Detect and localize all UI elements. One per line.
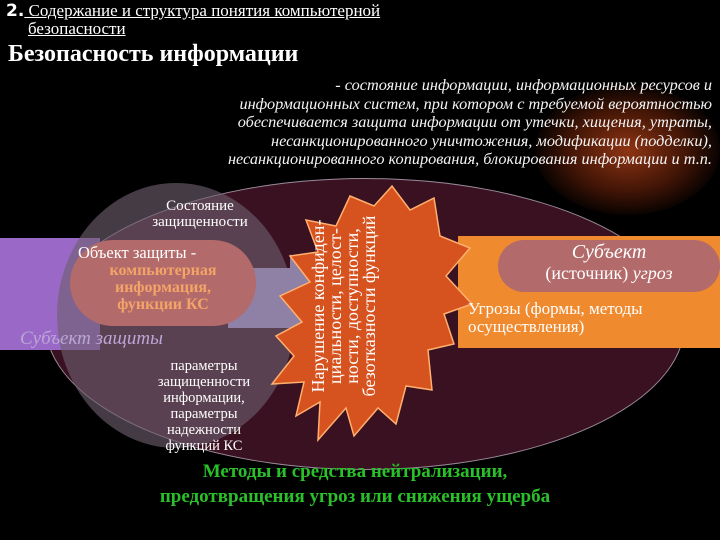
definition-text: - состояние информации, информационных р… [10, 75, 712, 169]
threats-line: осуществления) [468, 317, 585, 336]
definition-line: несанкционированного копирования, блокир… [227, 149, 712, 168]
state-line: Состояние [166, 198, 234, 214]
object-line: компьютерная [109, 262, 217, 279]
burst-text: Нарушение конфиден- циальности, целост- … [308, 171, 422, 441]
methods-line: предотвращения угроз или снижения ущерба [159, 486, 551, 507]
params-text: параметры защищенности информации, парам… [118, 358, 290, 454]
state-label: Состояние защищенности [110, 198, 290, 230]
object-body: компьютерная информация, функции КС [70, 262, 256, 313]
params-line: информации, [163, 390, 245, 406]
burst-shape [270, 184, 474, 443]
subject-pill [498, 240, 720, 292]
section-number: 2. [6, 1, 25, 21]
params-line: надежности [167, 422, 241, 438]
section-heading: 2. Содержание и структура понятия компью… [6, 2, 606, 37]
object-pill [70, 240, 256, 326]
subject-protection-label: Субъект защиты [20, 328, 163, 349]
section-title-line2: безопасности [28, 19, 126, 38]
methods-line: Методы и средства нейтрализации, [202, 461, 508, 482]
object-line: информация, [114, 279, 212, 296]
params-line: параметры [170, 406, 238, 422]
section-title-line1: Содержание и структура понятия компьютер… [24, 1, 381, 20]
methods-text: Методы и средства нейтрализации, предотв… [60, 459, 650, 509]
params-line: параметры [170, 358, 238, 374]
subject-threat-source: (источник) угроз [498, 263, 720, 283]
threats-text: Угрозы (формы, методы осуществления) [468, 300, 720, 336]
threats-line: Угрозы (формы, методы [468, 299, 643, 318]
definition-line: информационных систем, при котором с тре… [239, 93, 712, 113]
definition-line: - состояние информации, информационных р… [335, 75, 712, 94]
object-title: Объект защиты - [78, 243, 197, 262]
state-line: защищенности [152, 214, 248, 230]
params-line: функций КС [165, 438, 243, 454]
definition-line: обеспечивается защита информации от утеч… [237, 112, 712, 131]
definition-line: несанкционированного уничтожения, модифи… [271, 130, 712, 150]
burst-line: безотказности функций [359, 215, 379, 397]
subject-threat-title: Субъект [571, 241, 647, 263]
page-title: Безопасность информации [8, 41, 299, 67]
subject-threats-word: угроз [632, 263, 673, 283]
params-line: защищенности [157, 374, 251, 390]
glow-decoration [535, 85, 720, 215]
subject-source-word: (источник) [545, 263, 629, 283]
object-line: функции КС [117, 296, 209, 313]
